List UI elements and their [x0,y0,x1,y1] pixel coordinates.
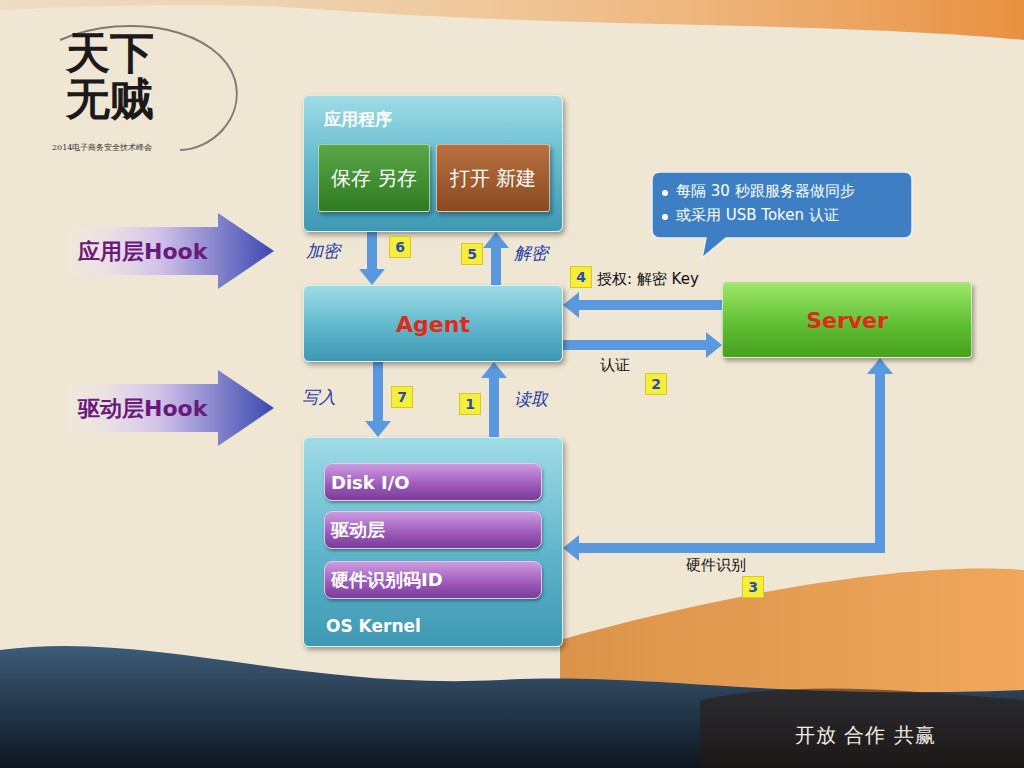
connector-arrow [365,362,391,437]
application-box: 应用程序保存 另存打开 新建 [303,95,563,232]
node-text: Server [806,308,888,333]
callout-number: 1 [459,393,481,415]
edge-label: 授权: 解密 Key [597,270,699,289]
arrow-head [481,362,507,378]
hook-arrow: 驱动层Hook [68,370,274,446]
node-text: 驱动层Hook [78,394,207,424]
callout-number: 7 [391,386,413,408]
connector-line [563,340,708,350]
layer-box: 硬件识别码ID [324,561,542,599]
connector-arrow [563,332,722,358]
callout-number: 5 [461,243,483,265]
save-box: 保存 另存 [318,144,430,212]
layer-box: Disk I/O [324,463,542,501]
arrow-outline [68,370,274,446]
node-text: 保存 另存 [324,165,424,191]
hook-arrow: 应用层Hook [68,213,274,289]
edge-label: 解密 [514,242,548,265]
callout-number: 4 [570,266,592,288]
server-box: Server [722,282,972,358]
connector-line [367,232,377,271]
node-text: 或采用 USB Token 认证 [676,206,839,225]
connector-line [577,372,880,548]
edge-label: 读取 [514,388,548,411]
edge-label: 硬件识别 [686,556,746,575]
edge-label: 认证 [600,356,630,375]
conference-name: 2014电子商务安全技术峰会 [52,142,152,153]
callout-number: 3 [742,576,764,598]
connector-line [489,376,499,437]
arrow-head [563,292,579,318]
node-text: 应用程序 [324,108,392,131]
slogan: 开放 合作 共赢 [795,722,936,749]
callout-number: 6 [389,236,411,258]
logo-text: 天下无贼 [66,30,158,122]
connector-arrow [483,232,509,285]
node-text: Agent [396,311,470,336]
connector-line [373,362,383,423]
bubble-outline [652,172,912,258]
connector-arrow [481,362,507,437]
connector-line [577,300,722,310]
node-text: 驱动层 [331,518,385,542]
node-text: OS Kernel [326,616,421,636]
arrow-outline [68,213,274,289]
arrow-head [365,421,391,437]
callout-number: 2 [645,373,667,395]
bullet-dot [662,190,668,196]
arrow-head [706,332,722,358]
connector-arrow [563,358,893,561]
connector-arrow [359,232,385,285]
arrow-head [483,232,509,248]
node-text: Disk I/O [331,472,410,493]
bullet-dot [662,214,668,220]
os-kernel-box: OS Kernel Disk I/O 驱动层硬件识别码ID [303,437,563,647]
node-text: 硬件识别码ID [331,568,443,592]
arrow-head [359,269,385,285]
agent-box: Agent [303,285,563,362]
node-text: 应用层Hook [78,237,207,267]
connector-line [491,246,501,285]
edge-label: 加密 [306,240,340,263]
connector-arrow [563,292,722,318]
callout-bubble: 每隔 30 秒跟服务器做同步或采用 USB Token 认证 [650,172,914,260]
arrow-head [563,535,579,561]
open-box: 打开 新建 [436,144,550,212]
edge-label: 写入 [302,386,336,409]
arrow-head [867,358,893,374]
node-text: 打开 新建 [443,165,543,191]
layer-box: 驱动层 [324,511,542,549]
node-text: 每隔 30 秒跟服务器做同步 [676,182,855,201]
